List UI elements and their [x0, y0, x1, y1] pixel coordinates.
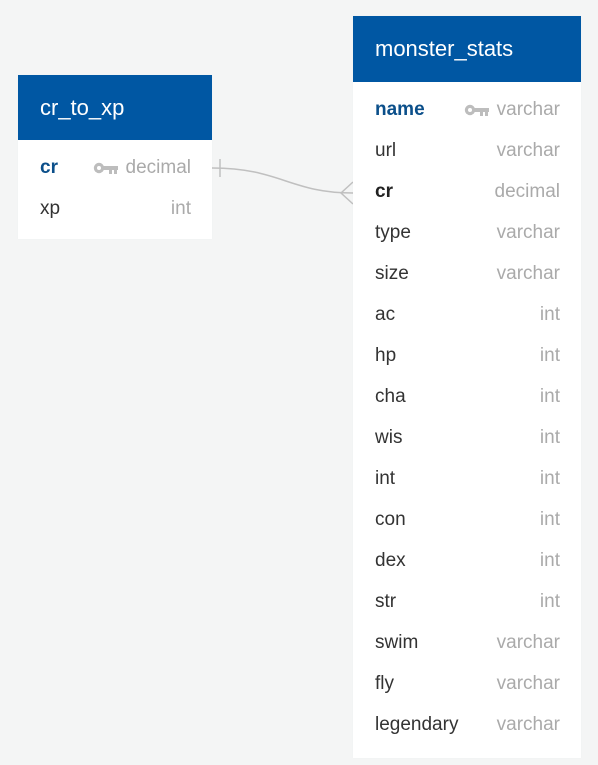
- cardinality-many-mark: [339, 181, 354, 205]
- field-row-cha[interactable]: cha int: [353, 376, 581, 417]
- field-type: int: [539, 508, 560, 530]
- field-type: decimal: [494, 180, 560, 202]
- field-type: int: [170, 197, 191, 219]
- field-type: int: [539, 549, 560, 571]
- table-header[interactable]: cr_to_xp: [18, 75, 212, 140]
- key-icon: [93, 162, 118, 174]
- field-type: varchar: [496, 221, 560, 243]
- field-type: int: [539, 303, 560, 325]
- table-monster-stats[interactable]: monster_stats name varchar url varchar c…: [353, 16, 581, 758]
- field-name: name: [375, 98, 425, 120]
- field-row-fly[interactable]: fly varchar: [353, 663, 581, 704]
- table-cr-to-xp[interactable]: cr_to_xp cr decimal xp int: [18, 75, 212, 239]
- field-type-container: varchar: [464, 99, 560, 121]
- field-name: legendary: [375, 713, 459, 735]
- relationship-line: [211, 167, 354, 194]
- field-row-swim[interactable]: swim varchar: [353, 622, 581, 663]
- field-row-int[interactable]: int int: [353, 458, 581, 499]
- field-row-ac[interactable]: ac int: [353, 294, 581, 335]
- field-name: fly: [375, 672, 394, 694]
- field-type: varchar: [496, 262, 560, 284]
- field-name: size: [375, 262, 409, 284]
- field-name: type: [375, 221, 411, 243]
- field-row-name[interactable]: name varchar: [353, 89, 581, 130]
- field-name: ac: [375, 303, 396, 325]
- field-type-container: decimal: [93, 157, 191, 179]
- field-name: int: [375, 467, 396, 489]
- table-header[interactable]: monster_stats: [353, 16, 581, 82]
- field-type: varchar: [496, 672, 560, 694]
- field-name: dex: [375, 549, 406, 571]
- key-icon: [464, 104, 489, 116]
- field-row-wis[interactable]: wis int: [353, 417, 581, 458]
- field-type: int: [539, 344, 560, 366]
- field-name: cr: [375, 180, 393, 202]
- field-name: cha: [375, 385, 406, 407]
- table-title: cr_to_xp: [40, 94, 125, 120]
- field-row-xp[interactable]: xp int: [18, 188, 212, 229]
- field-name: str: [375, 590, 397, 612]
- field-row-hp[interactable]: hp int: [353, 335, 581, 376]
- field-name: xp: [40, 197, 61, 219]
- field-row-cr[interactable]: cr decimal: [353, 171, 581, 212]
- field-row-size[interactable]: size varchar: [353, 253, 581, 294]
- table-title: monster_stats: [375, 36, 514, 61]
- field-type: int: [539, 385, 560, 407]
- field-row-cr[interactable]: cr decimal: [18, 147, 212, 188]
- field-type: int: [539, 467, 560, 489]
- field-type: varchar: [496, 631, 560, 653]
- field-row-type[interactable]: type varchar: [353, 212, 581, 253]
- field-row-legendary[interactable]: legendary varchar: [353, 704, 581, 745]
- field-row-str[interactable]: str int: [353, 581, 581, 622]
- field-name: con: [375, 508, 406, 530]
- field-name: wis: [375, 426, 403, 448]
- field-type: int: [539, 426, 560, 448]
- field-row-dex[interactable]: dex int: [353, 540, 581, 581]
- field-row-con[interactable]: con int: [353, 499, 581, 540]
- field-type: int: [539, 590, 560, 612]
- field-type: varchar: [496, 713, 560, 735]
- field-name: hp: [375, 344, 397, 366]
- field-type: varchar: [496, 139, 560, 161]
- field-list: name varchar url varchar cr decimal type: [353, 82, 581, 745]
- field-row-url[interactable]: url varchar: [353, 130, 581, 171]
- field-name: cr: [40, 156, 58, 178]
- field-name: swim: [375, 631, 419, 653]
- field-name: url: [375, 139, 397, 161]
- field-type: varchar: [496, 98, 560, 120]
- field-list: cr decimal xp int: [18, 140, 212, 229]
- field-type: decimal: [125, 156, 191, 178]
